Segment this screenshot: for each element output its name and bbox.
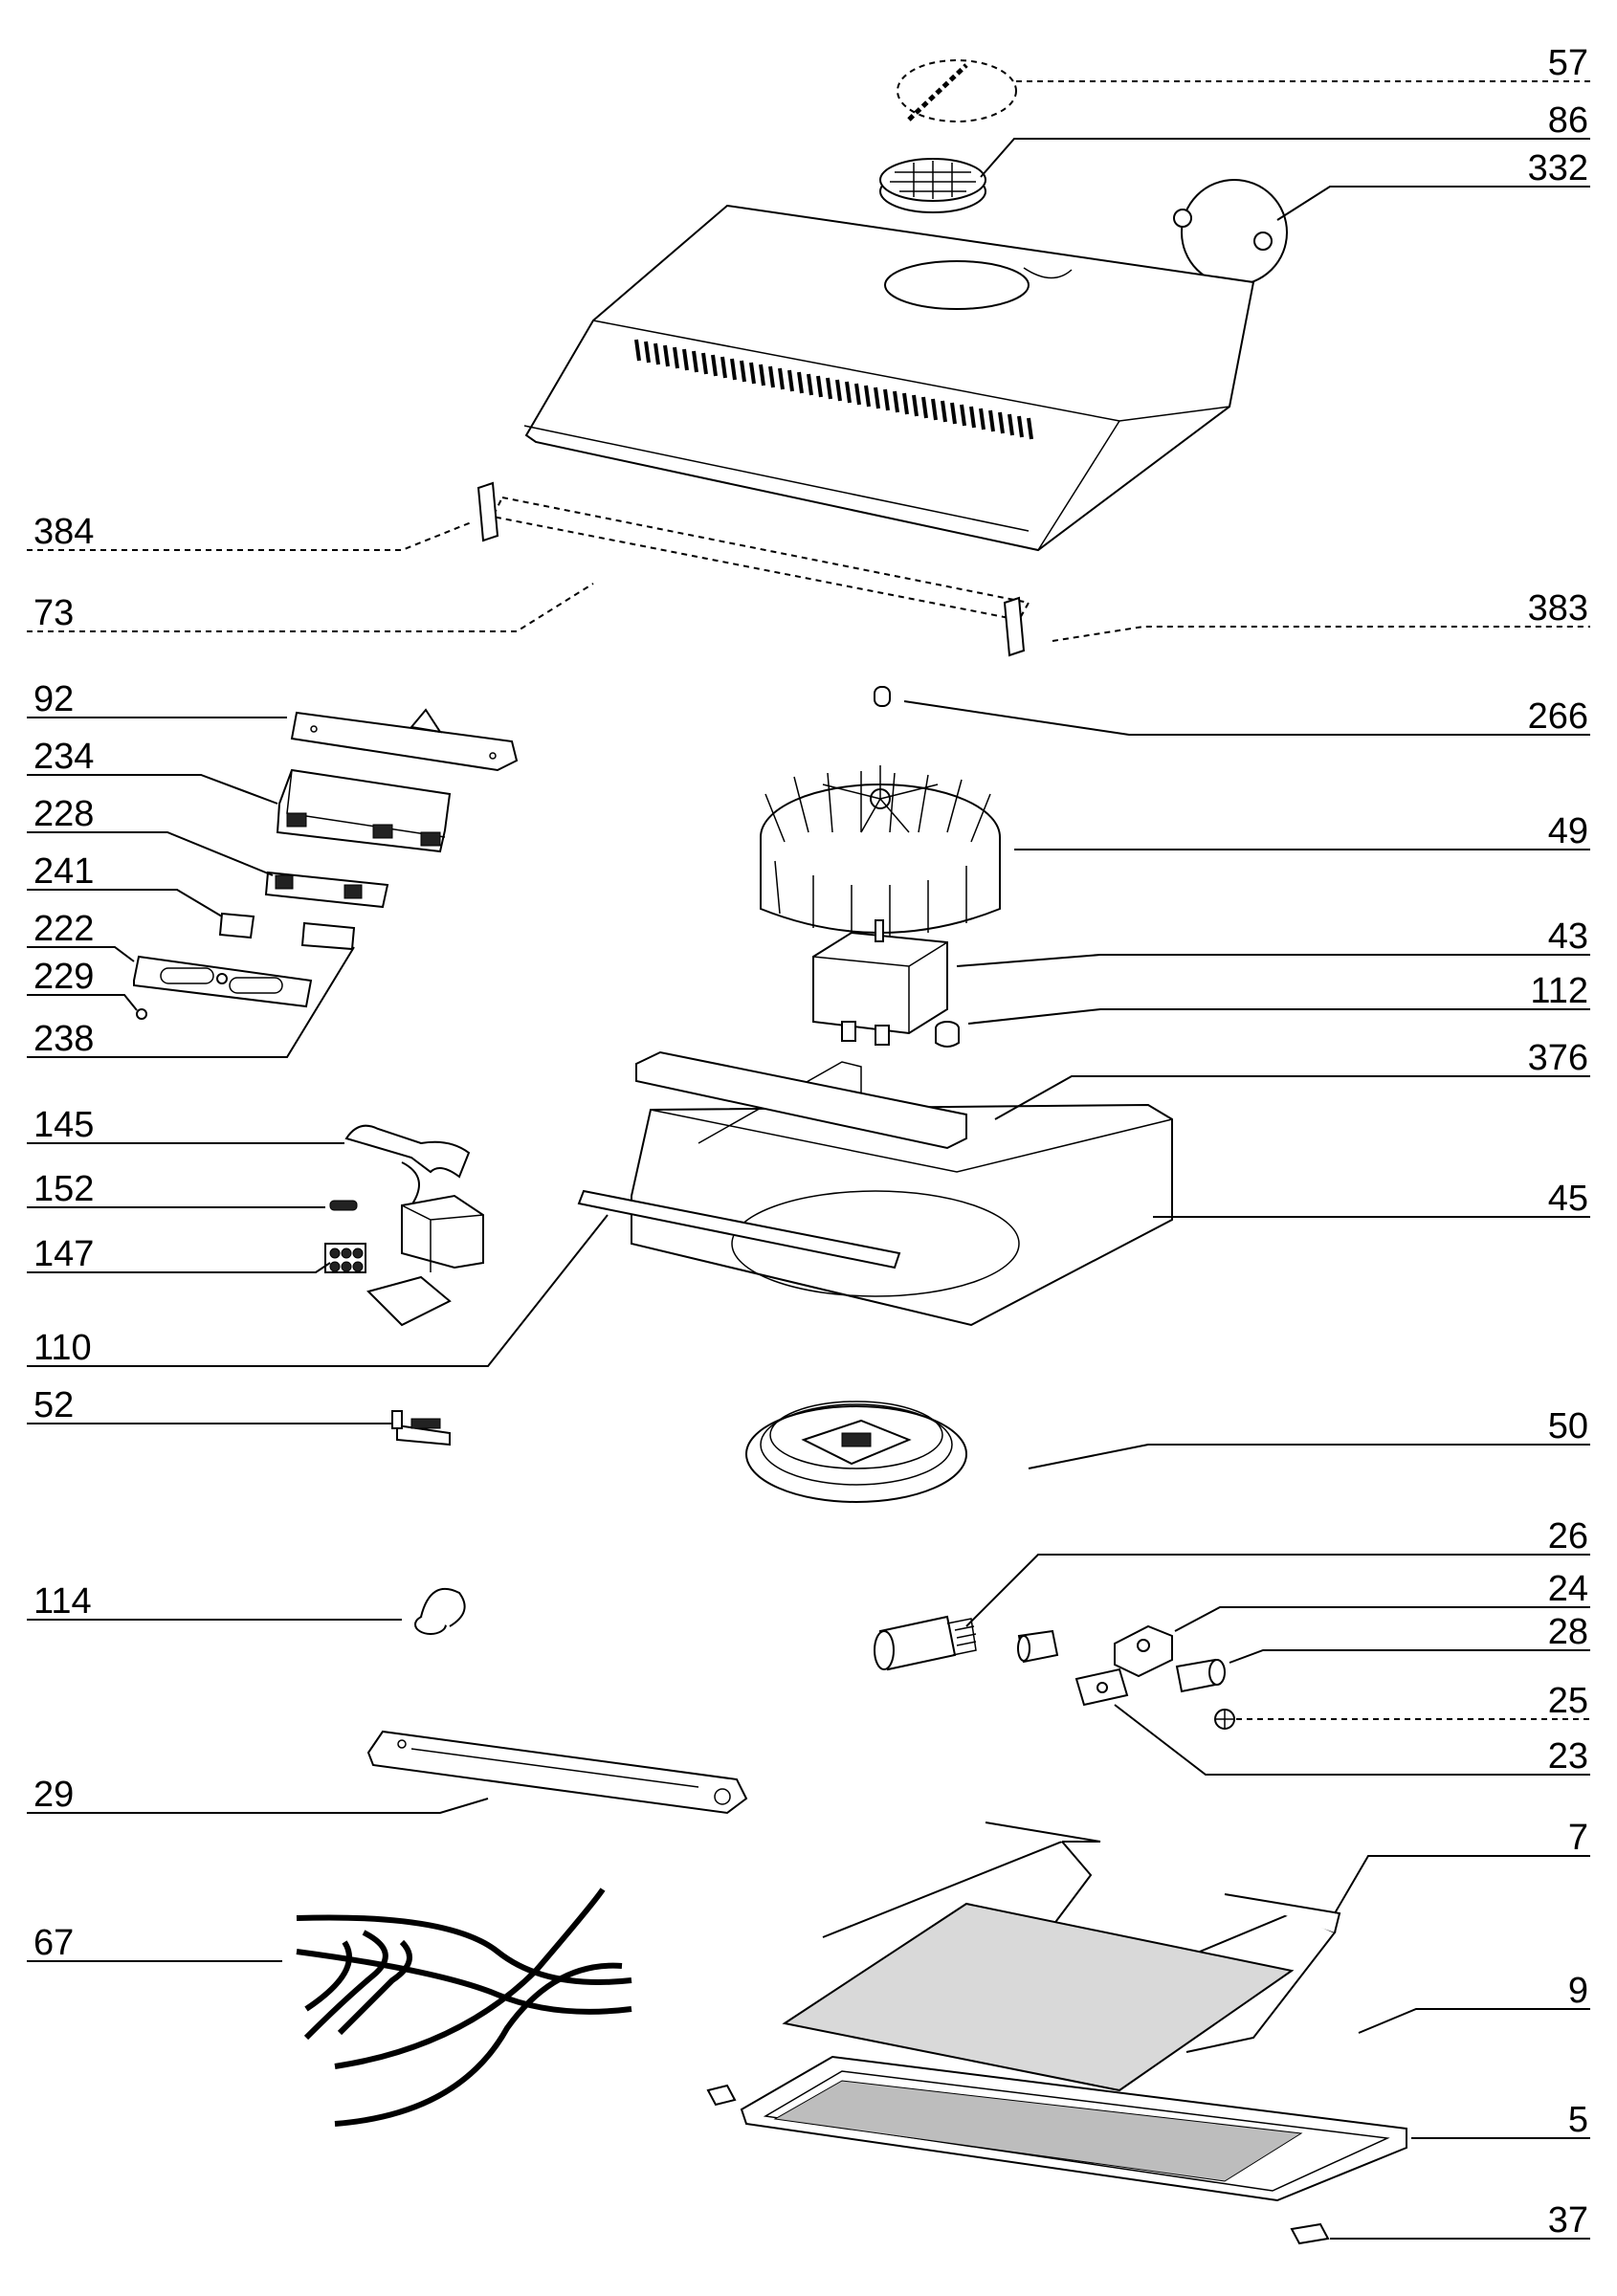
front-trim-part — [476, 481, 1030, 657]
label-25: 25 — [1548, 1681, 1588, 1721]
label-86: 86 — [1548, 100, 1588, 141]
lamp-cap-part — [1175, 1658, 1226, 1693]
label-28: 28 — [1548, 1612, 1588, 1652]
label-67: 67 — [33, 1923, 74, 1963]
bushing-part — [935, 1021, 960, 1048]
label-222: 222 — [33, 909, 94, 949]
grease-filter-frame-part — [706, 2055, 1407, 2202]
leader-lines — [27, 80, 1590, 2240]
cap-part — [874, 686, 891, 707]
label-152: 152 — [33, 1169, 94, 1209]
label-9: 9 — [1568, 1971, 1588, 2011]
label-234: 234 — [33, 737, 94, 777]
label-24: 24 — [1548, 1569, 1588, 1609]
label-114: 114 — [33, 1581, 92, 1622]
switch-board-part — [264, 871, 389, 909]
label-92: 92 — [33, 679, 74, 719]
switch-housing-part — [276, 768, 452, 853]
carbon-filter-part — [897, 59, 1017, 122]
junction-box-part — [344, 1124, 484, 1327]
cable-tie-part — [329, 1200, 358, 1211]
control-plate-part — [290, 708, 519, 772]
wiring-part — [296, 1888, 632, 2127]
label-29: 29 — [33, 1775, 74, 1815]
label-49: 49 — [1548, 811, 1588, 851]
front-panel-part — [133, 955, 313, 1008]
label-145: 145 — [33, 1105, 94, 1145]
fan-housing-part — [577, 1050, 1173, 1327]
clip-part — [391, 1410, 451, 1446]
label-110: 110 — [33, 1328, 92, 1368]
label-147: 147 — [33, 1234, 94, 1274]
label-37: 37 — [1548, 2200, 1588, 2241]
p-clip-part — [414, 1588, 466, 1635]
label-50: 50 — [1548, 1406, 1588, 1446]
label-228: 228 — [33, 794, 94, 834]
lamp-sleeve-part — [1017, 1629, 1059, 1664]
fan-wheel-part — [760, 765, 1001, 939]
button-part — [218, 912, 356, 951]
label-241: 241 — [33, 851, 94, 892]
label-57: 57 — [1548, 43, 1588, 83]
label-376: 376 — [1528, 1038, 1588, 1078]
terminal-block-part — [324, 1243, 366, 1273]
hood-body-part — [523, 204, 1255, 552]
motor-base-part — [745, 1401, 967, 1503]
label-5: 5 — [1568, 2100, 1588, 2140]
label-52: 52 — [33, 1385, 74, 1425]
label-112: 112 — [1530, 971, 1588, 1011]
catch-part — [1290, 2222, 1330, 2245]
label-45: 45 — [1548, 1179, 1588, 1219]
bottom-plate-part — [366, 1730, 748, 1815]
label-266: 266 — [1528, 696, 1588, 737]
label-229: 229 — [33, 957, 94, 997]
knob-part — [136, 1008, 147, 1020]
lamp-bracket-part — [1114, 1624, 1173, 1678]
lamp-holder-part — [874, 1615, 977, 1671]
label-384: 384 — [33, 512, 94, 552]
label-73: 73 — [33, 593, 74, 633]
grid-collar-part — [879, 158, 986, 213]
label-238: 238 — [33, 1019, 94, 1059]
label-26: 26 — [1548, 1516, 1588, 1556]
label-332: 332 — [1528, 148, 1588, 188]
label-7: 7 — [1568, 1818, 1588, 1858]
mesh-filter-part — [782, 1902, 1295, 2092]
cover-plate-part — [1173, 179, 1288, 286]
lamp-clip-part — [1074, 1667, 1129, 1707]
motor-part — [812, 919, 948, 1046]
screw-part — [1214, 1709, 1235, 1730]
label-383: 383 — [1528, 588, 1588, 629]
label-23: 23 — [1548, 1736, 1588, 1777]
label-43: 43 — [1548, 916, 1588, 957]
